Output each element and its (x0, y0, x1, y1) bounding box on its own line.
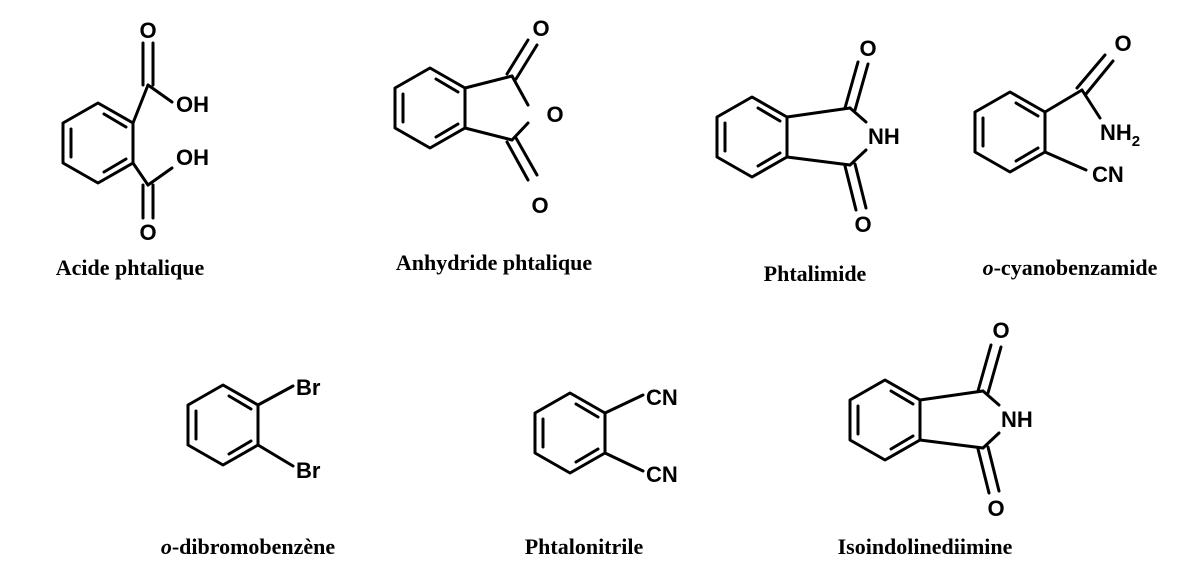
atom-hydroxyl: OH (176, 92, 209, 117)
imide-ring (785, 60, 870, 212)
molecule-o-cyanobenzamide: O NH2 CN o-cyanobenzamide (973, 31, 1158, 280)
atom-oxygen: O (139, 18, 156, 43)
bromo-bond (256, 384, 295, 407)
atom-oxygen: O (992, 318, 1009, 343)
benzene-ring (186, 383, 260, 467)
nitrile-bond (1043, 150, 1088, 172)
molecule-anhydride-phtalique: O O O Anhydride phtalique (393, 16, 592, 275)
molecule-name: Anhydride phtalique (396, 250, 592, 275)
benzene-ring (533, 391, 607, 475)
atom-oxygen: O (987, 496, 1004, 521)
imide-ring (918, 343, 1003, 495)
atom-oxygen: O (532, 16, 549, 41)
atom-cyano: CN (646, 462, 678, 487)
molecule-o-dibromobenzene: Br Br o-dibromobenzène (161, 375, 336, 559)
atom-oxygen: O (546, 102, 563, 127)
benzene-ring (973, 90, 1047, 174)
atom-cyano: CN (646, 385, 678, 410)
benzene-ring (848, 378, 922, 462)
atom-bromine: Br (296, 458, 321, 483)
atom-amine: NH2 (1100, 120, 1140, 150)
atom-cyano: CN (1092, 162, 1124, 187)
atom-hydroxyl: OH (176, 145, 209, 170)
benzene-ring (393, 66, 467, 150)
nitrile-bond (603, 451, 645, 473)
molecule-name: Isoindolinediimine (838, 534, 1013, 559)
carboxyl-bottom (131, 161, 174, 220)
anhydride-ring (463, 38, 539, 182)
molecule-phtalonitrile: CN CN Phtalonitrile (525, 385, 678, 559)
atom-oxygen: O (1114, 31, 1131, 56)
molecule-name: Phtalimide (764, 261, 867, 286)
bromo-bond (256, 443, 295, 468)
benzene-ring (715, 95, 789, 179)
molecule-name: o-dibromobenzène (161, 534, 336, 559)
molecule-acide-phtalique: O OH OH O Acide phtalique (56, 18, 209, 280)
benzene-ring (61, 101, 135, 185)
atom-oxygen: O (859, 36, 876, 61)
atom-oxygen: O (531, 193, 548, 218)
amide-group (1043, 53, 1115, 120)
molecule-name: Acide phtalique (56, 255, 205, 280)
atom-bromine: Br (296, 375, 321, 400)
nitrile-bond (603, 393, 645, 415)
atom-oxygen: O (854, 212, 871, 237)
molecule-name: o-cyanobenzamide (983, 255, 1158, 280)
atom-oxygen: O (139, 220, 156, 245)
atom-nh: NH (1001, 407, 1033, 432)
molecule-name: Phtalonitrile (525, 534, 644, 559)
molecule-phtalimide: O NH O Phtalimide (715, 36, 900, 286)
atom-nh: NH (868, 124, 900, 149)
carboxyl-top (131, 41, 174, 125)
molecule-isoindolinediimine: O NH O Isoindolinediimine (838, 318, 1033, 559)
